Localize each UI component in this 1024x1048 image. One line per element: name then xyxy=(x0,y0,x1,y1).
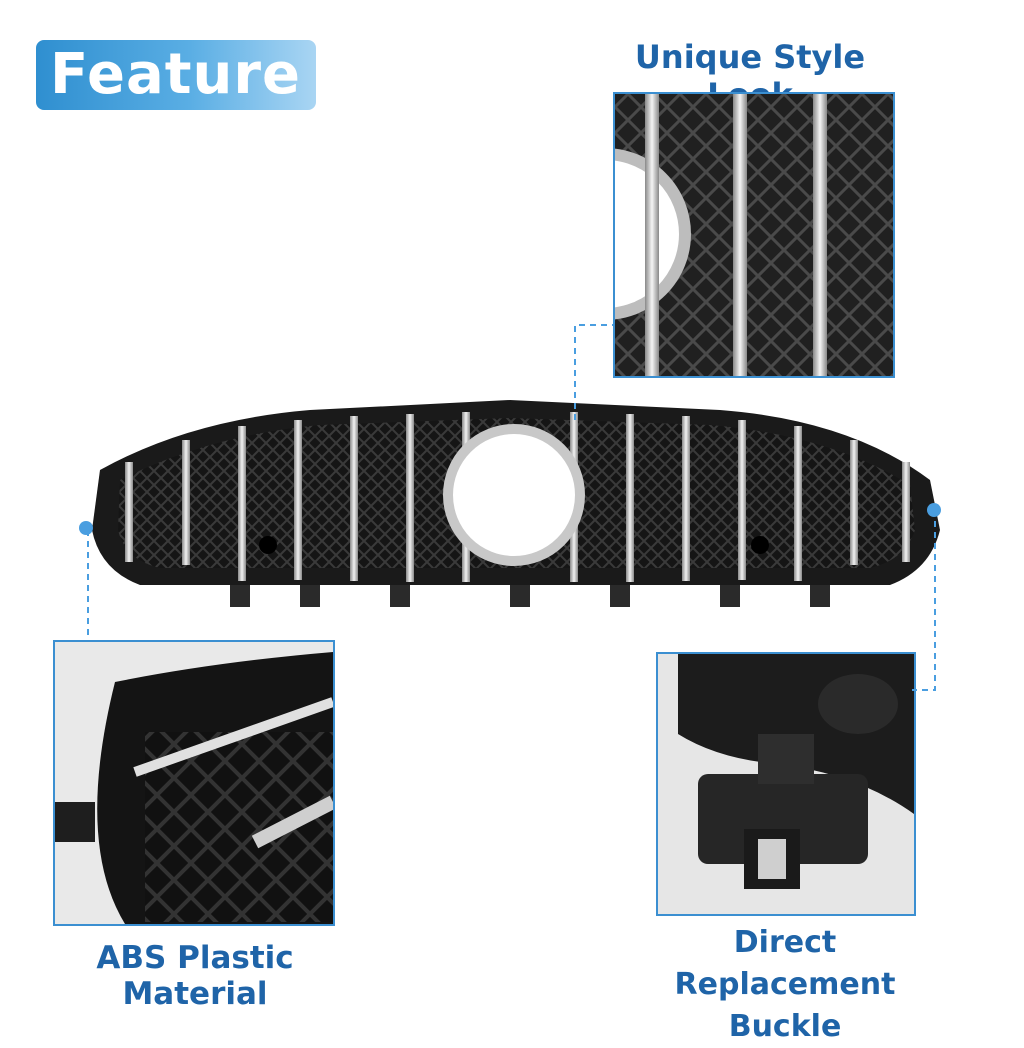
abs-material-caption: ABS Plastic Material xyxy=(96,940,294,1012)
buckle-closeup-image xyxy=(656,652,916,916)
connector-dot-left xyxy=(79,521,93,535)
grille-image xyxy=(70,380,960,650)
feature-badge: Feature xyxy=(36,40,316,110)
style-closeup-image xyxy=(613,92,895,378)
feature-badge-label: Feature xyxy=(50,42,301,107)
abs-closeup-image xyxy=(53,640,335,926)
grille-illustration xyxy=(92,400,940,607)
buckle-caption-line1: Direct Replacement xyxy=(674,925,896,1002)
callout-connectors xyxy=(79,324,941,691)
connector-dot-right xyxy=(927,503,941,517)
